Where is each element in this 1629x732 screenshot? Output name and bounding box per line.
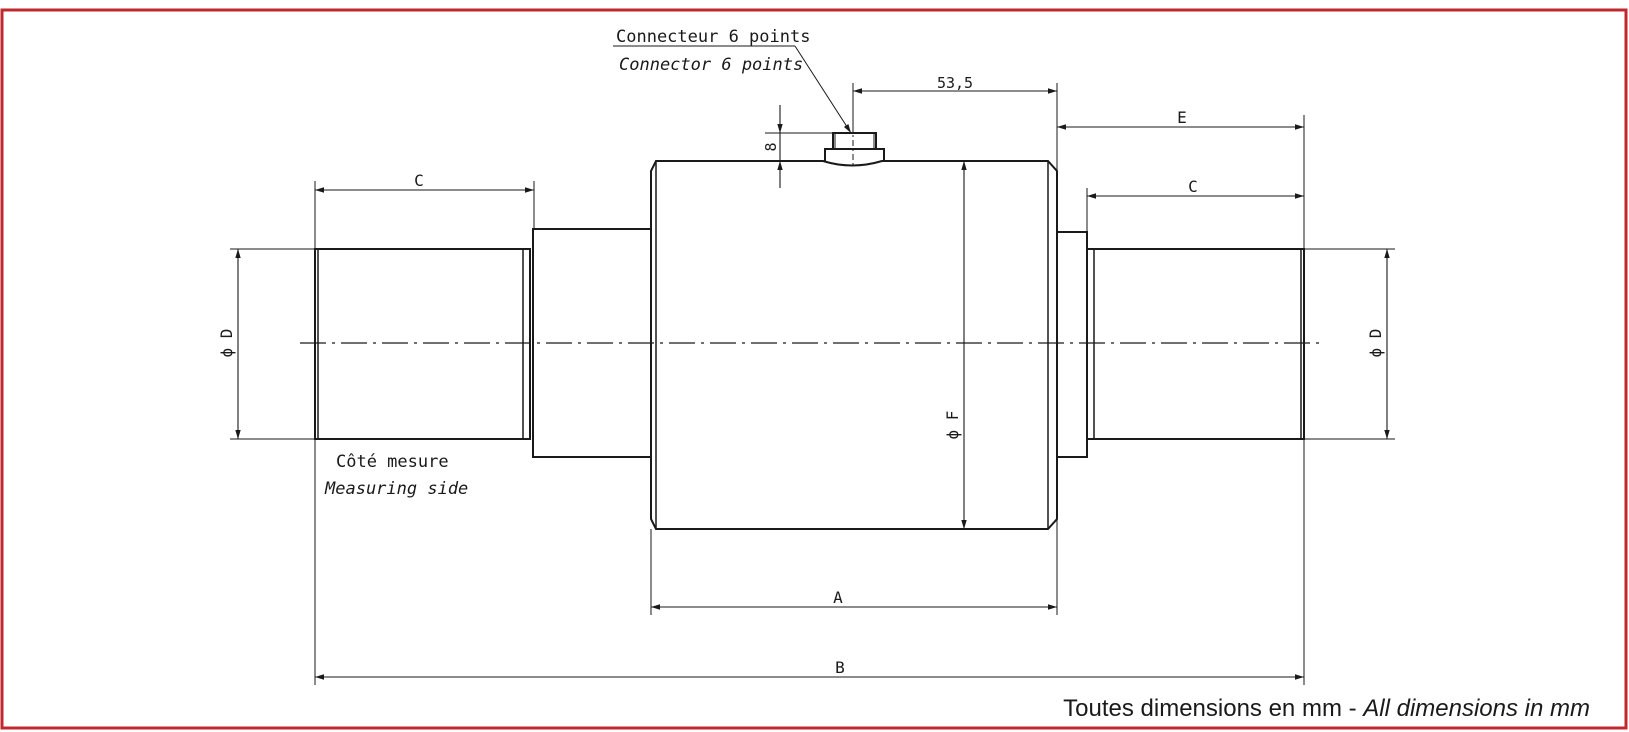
dim-label-D-left: ϕ D — [217, 329, 236, 358]
extension-lines — [230, 83, 1395, 685]
drawing-border — [0, 8, 1628, 730]
units-note: Toutes dimensions en mm - All dimensions… — [1063, 695, 1590, 722]
dim-label-D-right: ϕ D — [1366, 329, 1385, 358]
dim-label-8: 8 — [762, 142, 780, 151]
right-shaft — [1086, 248, 1305, 440]
dim-label-C-left: C — [414, 171, 424, 190]
measuring-side-label-fr: Côté mesure — [336, 452, 449, 472]
units-note-en: All dimensions in mm — [1361, 695, 1590, 722]
dim-label-C-right: C — [1188, 177, 1198, 196]
connector-label-en: Connector 6 points — [619, 55, 803, 75]
dim-label-B: B — [835, 658, 845, 677]
measuring-side-label-en: Measuring side — [324, 479, 468, 499]
dim-label-53-5: 53,5 — [937, 74, 973, 92]
left-shaft — [314, 248, 531, 440]
connector-label-fr: Connecteur 6 points — [616, 27, 810, 47]
main-body — [650, 160, 1058, 530]
dim-label-F: ϕ F — [943, 411, 962, 440]
right-collar — [1056, 231, 1088, 458]
dim-label-A: A — [833, 588, 843, 607]
connector-leader — [613, 45, 852, 134]
connector — [824, 126, 885, 165]
dim-label-E: E — [1177, 108, 1187, 127]
units-note-fr: Toutes dimensions en mm - — [1063, 695, 1363, 722]
